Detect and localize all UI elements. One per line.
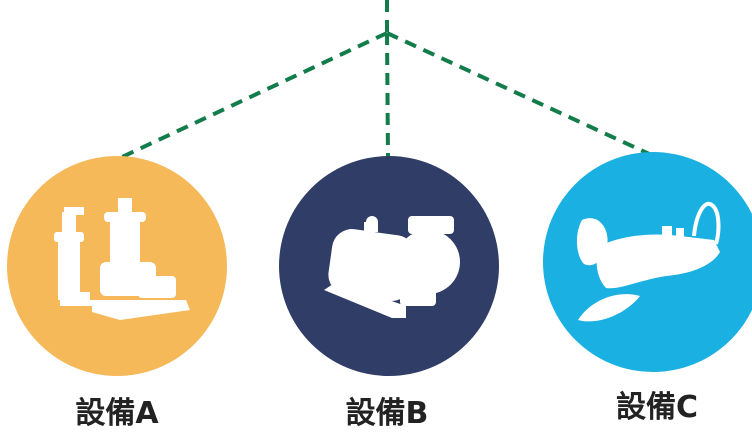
equipment-a-label: 設備A	[75, 396, 159, 431]
connector-to-b	[385, 32, 390, 159]
blower-icon	[54, 198, 190, 320]
equipment-a-node	[7, 156, 227, 376]
mixer-handle	[692, 201, 721, 245]
connector-to-a	[119, 31, 388, 160]
equipment-c-node	[543, 152, 752, 372]
connector-lines	[119, 0, 659, 160]
pump-icon	[324, 216, 460, 318]
equipment-b-label: 設備B	[345, 396, 429, 431]
equipment-c-label: 設備C	[615, 390, 699, 425]
submersible-mixer-icon	[576, 218, 720, 322]
equipment-b-node	[279, 156, 499, 376]
connector-to-c	[386, 31, 659, 160]
